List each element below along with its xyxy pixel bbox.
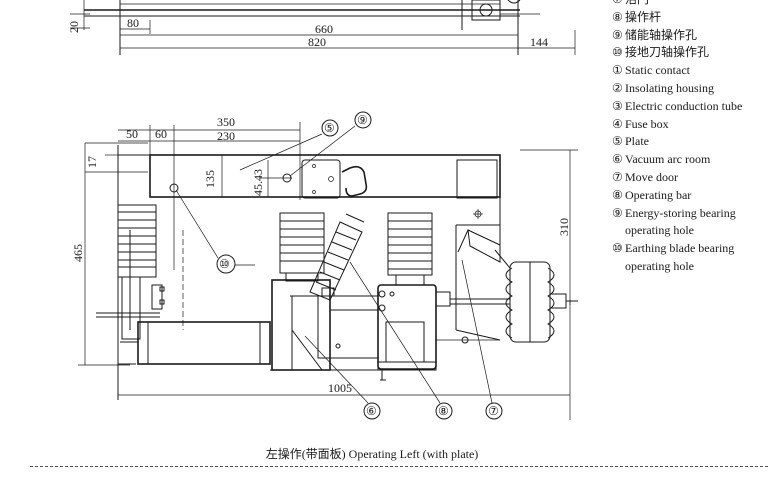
legend-item: ⑦ 活门 (612, 0, 768, 9)
dim-230: 230 (217, 129, 235, 143)
legend-item: ⑩ Earthing blade bearing operating hole (612, 240, 768, 276)
callouts: ⑤ ⑨ ⑩ ⑥ ⑧ ⑦ (175, 111, 503, 420)
callout-7: ⑦ (488, 404, 499, 418)
dim-310: 310 (557, 218, 571, 236)
legend-label: Energy-storing bearing operating hole (625, 205, 736, 238)
legend-label: Insolating housing (625, 80, 714, 95)
callout-5: ⑤ (324, 121, 335, 135)
vacuum-arc-cylinder (137, 321, 271, 365)
legend-item: ⑨ 储能轴操作孔 (612, 27, 768, 45)
legend-label: Plate (625, 134, 649, 149)
legend-item: ③ Electric conduction tube (612, 98, 768, 116)
caption-text: 左操作(带面板) Operating Left (with plate) (265, 447, 479, 461)
legend-label: 操作杆 (625, 9, 662, 24)
insulator-left (117, 204, 157, 278)
legend-number: ⑦ (612, 169, 623, 184)
legend-item: ② Insolating housing (612, 80, 768, 98)
dim-350: 350 (217, 115, 235, 129)
legend-number: ⑩ (612, 45, 623, 60)
wheel-assembly (505, 261, 578, 343)
legend-item: ⑩ 接地刀轴操作孔 (612, 44, 768, 62)
figure-caption: 左操作(带面板) Operating Left (with plate) (0, 445, 768, 462)
page-divider (30, 466, 768, 467)
operating-bar (309, 213, 365, 301)
dim-135: 135 (203, 170, 217, 188)
legend: ⑦ 活门 ⑧ 操作杆 ⑨ 储能轴操作孔 ⑩ 接地刀轴操作孔 ① Static c… (612, 0, 768, 276)
main-side-view: 350 50 60 230 17 135 45.43 465 310 1005 (71, 115, 578, 420)
callout-9: ⑨ (357, 113, 368, 127)
legend-item: ⑧ 操作杆 (612, 9, 768, 27)
legend-item: ⑤ Plate (612, 133, 768, 151)
legend-number: ⑧ (612, 187, 623, 202)
dim-144: 144 (530, 35, 548, 49)
callout-8: ⑧ (438, 404, 449, 418)
dim-660: 660 (315, 22, 333, 36)
legend-number: ⑩ (612, 241, 623, 256)
legend-item: ① Static contact (612, 62, 768, 80)
legend-item: ⑨ Energy-storing bearing operating hole (612, 205, 768, 241)
dim-50: 50 (126, 127, 138, 141)
legend-number: ⑦ (612, 0, 625, 9)
insulator-middle (279, 212, 325, 282)
legend-number: ⑨ (612, 205, 623, 220)
dim-60: 60 (155, 127, 167, 141)
dim-80: 80 (127, 16, 139, 30)
dim-17: 17 (85, 156, 99, 168)
top-partial-drawing: 20 80 660 820 144 (67, 0, 576, 55)
dim-1005: 1005 (328, 381, 352, 395)
legend-label: 活门 (625, 0, 768, 9)
legend-number: ⑨ (612, 27, 623, 42)
legend-number: ⑧ (612, 9, 623, 24)
legend-label: Move door (625, 169, 678, 184)
dim-20: 20 (67, 21, 81, 33)
callout-10: ⑩ (219, 257, 230, 271)
legend-label: Vacuum arc room (625, 152, 711, 167)
legend-item: ⑧ Operating bar (612, 187, 768, 205)
callout-6: ⑥ (366, 404, 377, 418)
legend-number: ⑤ (612, 134, 623, 149)
legend-label: Operating bar (625, 187, 692, 202)
legend-item: ④ Fuse box (612, 116, 768, 134)
legend-label: Earthing blade bearing operating hole (625, 241, 735, 273)
dim-45-43: 45.43 (251, 169, 265, 196)
legend-label: Electric conduction tube (625, 98, 743, 113)
legend-label: Fuse box (625, 116, 669, 131)
central-housing (271, 279, 331, 371)
legend-label: 接地刀轴操作孔 (625, 45, 710, 60)
legend-label: 储能轴操作孔 (625, 27, 698, 42)
dim-465: 465 (71, 244, 85, 262)
legend-number: ④ (612, 116, 623, 131)
dim-820: 820 (308, 35, 326, 49)
legend-item: ⑦ Move door (612, 169, 768, 187)
mechanism-box (377, 284, 437, 370)
legend-number: ③ (612, 98, 623, 113)
legend-label: Static contact (625, 63, 690, 78)
legend-number: ⑥ (612, 152, 623, 167)
legend-number: ② (612, 80, 623, 95)
insulator-right (387, 212, 433, 286)
legend-item: ⑥ Vacuum arc room (612, 151, 768, 169)
legend-number: ① (612, 63, 623, 78)
